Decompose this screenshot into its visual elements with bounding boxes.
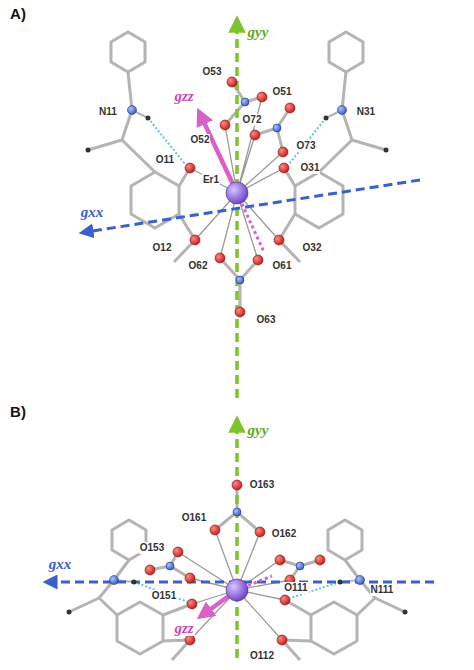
terminal-atoms <box>67 116 408 615</box>
atom-label: O53 <box>202 66 223 78</box>
axis-label: gyy <box>247 24 270 40</box>
atom-label: Er1 <box>202 174 220 186</box>
atom-label: O111 <box>283 582 308 594</box>
atom-label: O153 <box>139 542 165 554</box>
atom-label: O161 <box>181 512 207 524</box>
atom-label: O72 <box>242 114 263 126</box>
axis-label: gxx <box>48 556 73 572</box>
atom-label: O61 <box>272 260 293 272</box>
atom-label: O12 <box>152 242 173 254</box>
panel-label: A) <box>9 6 27 22</box>
atom-label: O31 <box>300 162 321 174</box>
atom-label: O52 <box>190 134 211 146</box>
atom-label: O62 <box>188 260 209 272</box>
atom-label: N111 <box>370 584 395 596</box>
atom-label: O51 <box>272 86 293 98</box>
nitrogen-atoms <box>110 98 365 585</box>
atom-label: O151 <box>151 590 177 602</box>
atom-label: O32 <box>302 242 323 254</box>
atom-label: O11 <box>155 154 175 166</box>
atom-label: O73 <box>296 140 317 152</box>
erbium-atom <box>226 182 248 601</box>
axis-label: gzz <box>173 88 194 104</box>
coordination-bonds <box>178 530 290 640</box>
atom-label: O112 <box>249 650 275 662</box>
g-tensor-axes <box>50 24 434 658</box>
atom-label: N31 <box>356 106 376 118</box>
axis-label: gzz <box>173 620 194 636</box>
atom-label: O162 <box>271 528 297 540</box>
atom-label: O163 <box>249 479 275 491</box>
panel-label: B) <box>9 404 27 420</box>
axis-label: gyy <box>247 422 270 438</box>
axis-label: gxx <box>80 204 105 220</box>
atom-label: N11 <box>98 106 118 118</box>
atom-label: O63 <box>256 314 277 326</box>
oxygen-atoms <box>145 77 325 645</box>
